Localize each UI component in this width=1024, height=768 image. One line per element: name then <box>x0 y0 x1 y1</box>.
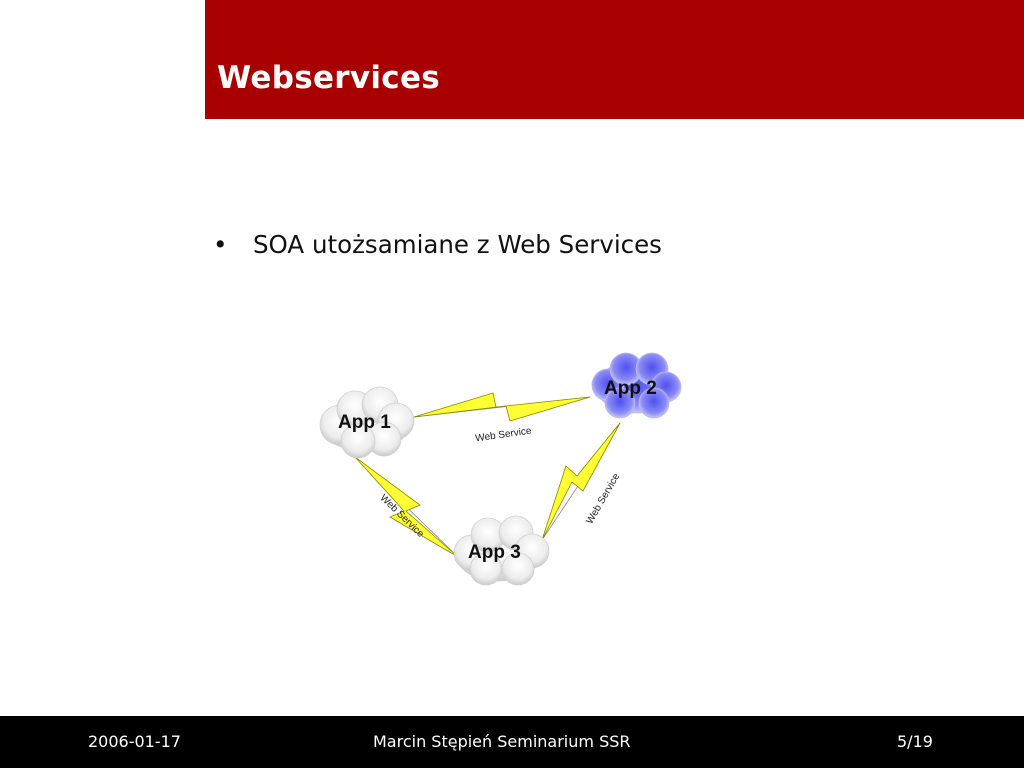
footer-date: 2006-01-17 <box>88 732 181 751</box>
title-bar: Webservices <box>205 0 1024 119</box>
web-services-diagram: Web Service Web Service Web Service App … <box>319 352 682 586</box>
lightning-icon-app1-app2 <box>413 392 591 422</box>
bullet-text: SOA utożsamiane z Web Services <box>253 230 662 259</box>
cloud-icon-app1: App 1 <box>319 386 415 459</box>
link-label-app2-app3: Web Service <box>584 471 622 526</box>
footer-bar: 2006-01-17 Marcin Stępień Seminarium SSR… <box>0 716 1024 768</box>
footer-author: Marcin Stępień Seminarium SSR <box>373 732 631 751</box>
node-label-app3: App 3 <box>468 542 521 563</box>
bullet-dot: • <box>213 230 228 259</box>
slide-title: Webservices <box>217 60 441 96</box>
bullet-list: • SOA utożsamiane z Web Services <box>213 226 662 264</box>
cloud-icon-app2: App 2 <box>591 352 682 419</box>
link-label-app1-app2: Web Service <box>475 426 533 445</box>
cloud-icon-app3: App 3 <box>453 515 550 586</box>
node-label-app1: App 1 <box>338 412 391 433</box>
footer-page-number: 5/19 <box>897 732 933 751</box>
node-label-app2: App 2 <box>604 378 657 399</box>
bullet-item: • SOA utożsamiane z Web Services <box>213 226 662 264</box>
